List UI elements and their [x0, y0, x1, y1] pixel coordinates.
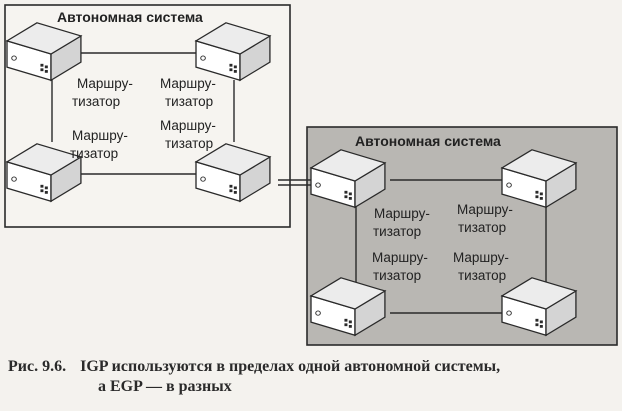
router-label-line: Маршру-	[160, 118, 216, 133]
router-label-line: тизатор	[373, 268, 421, 283]
router-label-line: Маршру-	[374, 206, 430, 221]
caption-text-1: IGP используются в пределах одной автоно…	[80, 358, 501, 375]
router-label-line: Маршру-	[372, 250, 428, 265]
router-label: Маршру- тизатор	[372, 250, 428, 283]
caption-line-2: а EGP — в разных	[98, 378, 232, 395]
router-label: Маршру- тизатор	[160, 76, 216, 109]
router-label-line: тизатор	[70, 146, 118, 161]
router-label-line: тизатор	[458, 268, 506, 283]
router-label: Маршру- тизатор	[160, 118, 216, 151]
router-label-line: тизатор	[165, 136, 213, 151]
router-label-line: Маршру-	[77, 76, 133, 91]
figure-number: Рис. 9.6.	[8, 358, 67, 375]
router-label: Маршру- тизатор	[453, 250, 509, 283]
router-label-line: Маршру-	[160, 76, 216, 91]
caption-line-1: Рис. 9.6. IGP используются в пределах одн…	[8, 357, 618, 377]
router-label-line: Маршру-	[457, 202, 513, 217]
router-label: Маршру- тизатор	[373, 206, 430, 239]
router-label-line: Маршру-	[72, 128, 128, 143]
router-label-line: тизатор	[165, 94, 213, 109]
figure-caption: Рис. 9.6. IGP используются в пределах одн…	[8, 357, 618, 397]
router-label-line: тизатор	[373, 224, 421, 239]
autonomous-system-1-title: Автономная система	[57, 9, 203, 25]
router-label-line: Маршру-	[453, 250, 509, 265]
network-diagram: Автономная система Автономная система	[4, 4, 618, 346]
router-label: Маршру- тизатор	[72, 76, 133, 109]
router-label: Маршру- тизатор	[457, 202, 513, 235]
router-label-line: тизатор	[72, 94, 120, 109]
router-label-line: тизатор	[458, 220, 506, 235]
autonomous-system-2-title: Автономная система	[355, 133, 501, 149]
router-label: Маршру- тизатор	[70, 128, 128, 161]
